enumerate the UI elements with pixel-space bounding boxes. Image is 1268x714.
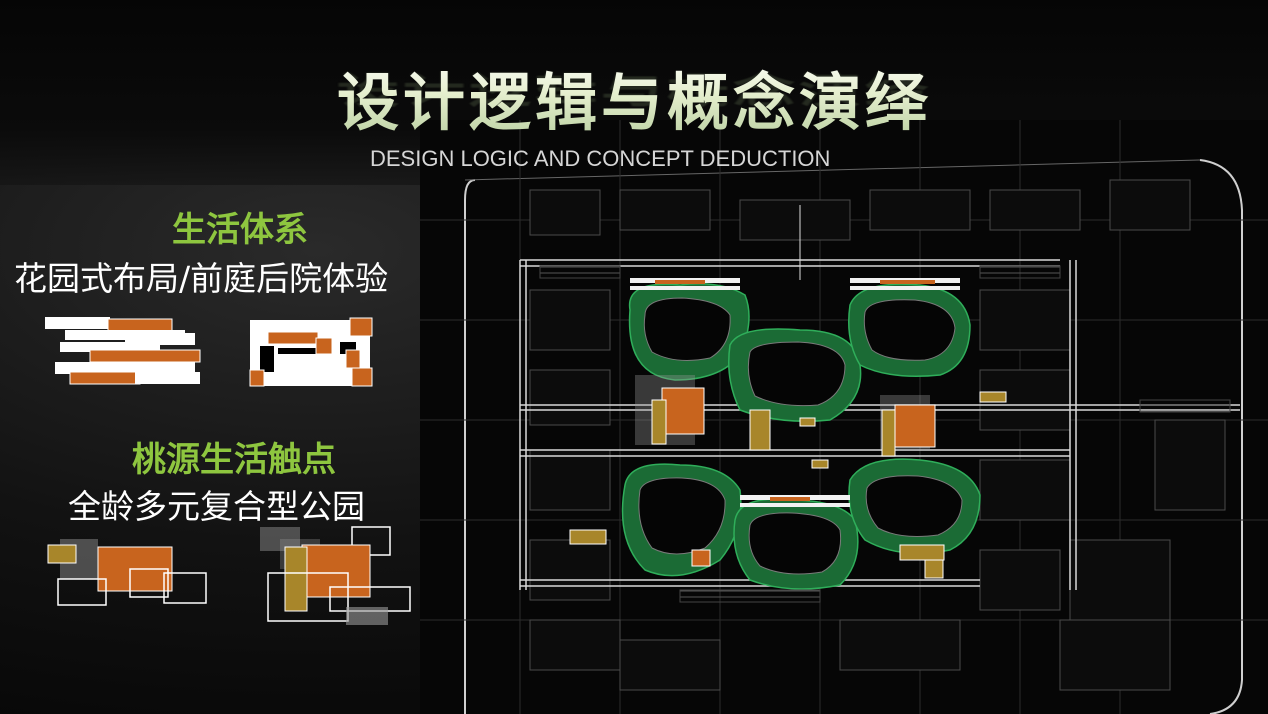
section-subtitle-park: 全龄多元复合型公园 <box>68 487 365 526</box>
stripes-diagram <box>45 317 201 385</box>
page-title: 设计逻辑与概念演绎 <box>0 52 1268 142</box>
section-subtitle-garden-layout: 花园式布局/前庭后院体验 <box>14 259 389 298</box>
park-diagram-right <box>260 526 411 625</box>
park-composition-diagram <box>47 526 411 625</box>
section-title-touchpoints: 桃源生活触点 <box>132 440 336 480</box>
garden-layout-diagram <box>45 317 373 387</box>
site-plan-drawing <box>420 120 1268 714</box>
park-diagram-left <box>47 539 207 606</box>
page-title-reflection: 设计逻辑与概念演绎 <box>0 60 1268 114</box>
site-plan <box>420 120 1268 714</box>
page-subtitle: DESIGN LOGIC AND CONCEPT DEDUCTION <box>370 146 831 171</box>
section-title-life-system: 生活体系 <box>172 210 308 250</box>
courtyard-diagram <box>249 317 373 387</box>
